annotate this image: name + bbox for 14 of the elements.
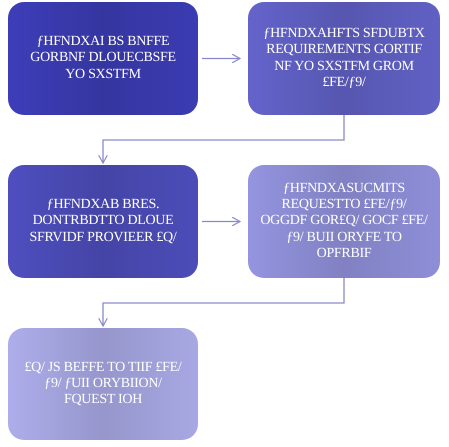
arrow bbox=[98, 115, 345, 164]
process-box bbox=[8, 328, 198, 440]
step-text: ƒHFNDXAHFTS SFDUBTX REQUIREMENTS GORTIF NF YO SXSTFM GROM £FE/ƒ9/ bbox=[262, 26, 426, 91]
process-box bbox=[8, 2, 198, 115]
arrow bbox=[98, 278, 345, 327]
step-text: ƒHFNDXAB BRES. DONTRBDTTO DLOUE SFRVIDF PROVIEER £Q/ bbox=[28, 197, 178, 246]
process-box bbox=[248, 2, 440, 115]
arrow bbox=[202, 53, 241, 64]
process-box bbox=[8, 165, 198, 278]
step-text: £Q/ JS BEFFE TO TIIF £FE/ƒ9/ ƒUII ORYBIION/ FQUEST IOH bbox=[23, 360, 183, 408]
step-text: ƒHFNDXAI BS BNFFE GORBNF DLOUECBSFE YO SXSTFM bbox=[29, 34, 177, 83]
arrow bbox=[202, 216, 241, 227]
process-box bbox=[248, 165, 440, 278]
step-text: ƒHFNDXASUCMITS REQUESTTO £FE/ƒ9/ OGGDF GOR£Q/ GOCF £FE/ƒ9/ BUII ORYFE TO OPFRBIF bbox=[260, 181, 428, 262]
